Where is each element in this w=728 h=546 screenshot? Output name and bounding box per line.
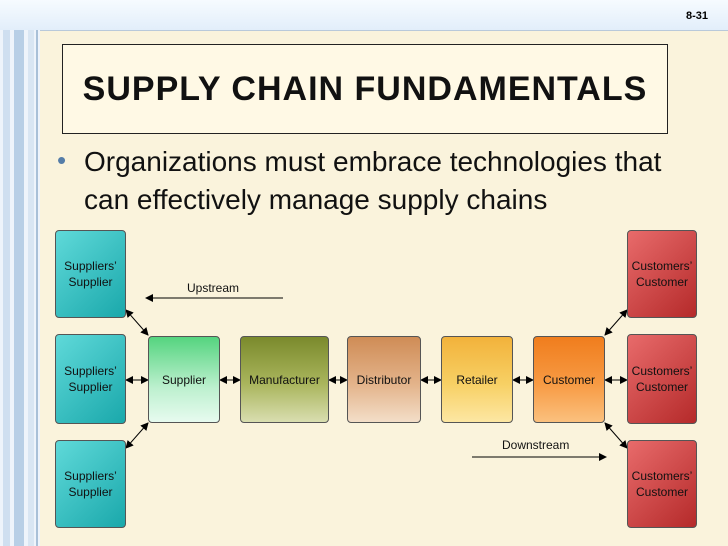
- box-label: Customers’ Customer: [631, 259, 693, 289]
- retailer-box: Retailer: [441, 336, 513, 423]
- slide-title: SUPPLY CHAIN FUNDAMENTALS: [82, 69, 648, 108]
- downstream-label: Downstream: [502, 438, 570, 452]
- distributor-box: Distributor: [347, 336, 421, 423]
- arrow-top-right: [604, 309, 628, 336]
- arrow-bot-left: [125, 422, 149, 449]
- arrow-top-left: [125, 309, 149, 336]
- box-label: Suppliers’ Supplier: [64, 364, 117, 394]
- customers-customer-box: Customers’ Customer: [627, 230, 697, 318]
- box-label: Suppliers’ Supplier: [64, 259, 117, 289]
- title-box: SUPPLY CHAIN FUNDAMENTALS: [62, 44, 668, 134]
- box-label: Supplier: [161, 372, 207, 387]
- slide-number: 8-31: [685, 10, 708, 22]
- suppliers-supplier-box: Suppliers’ Supplier: [55, 230, 126, 318]
- upstream-label: Upstream: [187, 281, 240, 295]
- arrow-bot-right: [604, 422, 628, 449]
- box-label: Customers’ Customer: [631, 469, 693, 499]
- box-label: Manufacturer: [249, 372, 320, 387]
- customer-box: Customer: [533, 336, 605, 423]
- bullet-text: Organizations must embrace technologies …: [84, 146, 662, 215]
- suppliers-supplier-box: Suppliers’ Supplier: [55, 334, 126, 424]
- box-label: Customers’ Customer: [631, 364, 693, 394]
- decorative-strip: [0, 30, 40, 546]
- customers-customer-box: Customers’ Customer: [627, 440, 697, 528]
- box-label: Customer: [542, 372, 595, 387]
- suppliers-supplier-box: Suppliers’ Supplier: [55, 440, 126, 528]
- box-label: Distributor: [356, 372, 412, 387]
- bullet-icon: •: [57, 145, 67, 175]
- manufacturer-box: Manufacturer: [240, 336, 329, 423]
- box-label: Retailer: [456, 372, 498, 387]
- box-label: Suppliers’ Supplier: [64, 469, 117, 499]
- customers-customer-box: Customers’ Customer: [627, 334, 697, 424]
- supplier-box: Supplier: [148, 336, 220, 423]
- slide-header-bar: 8-31: [0, 0, 728, 31]
